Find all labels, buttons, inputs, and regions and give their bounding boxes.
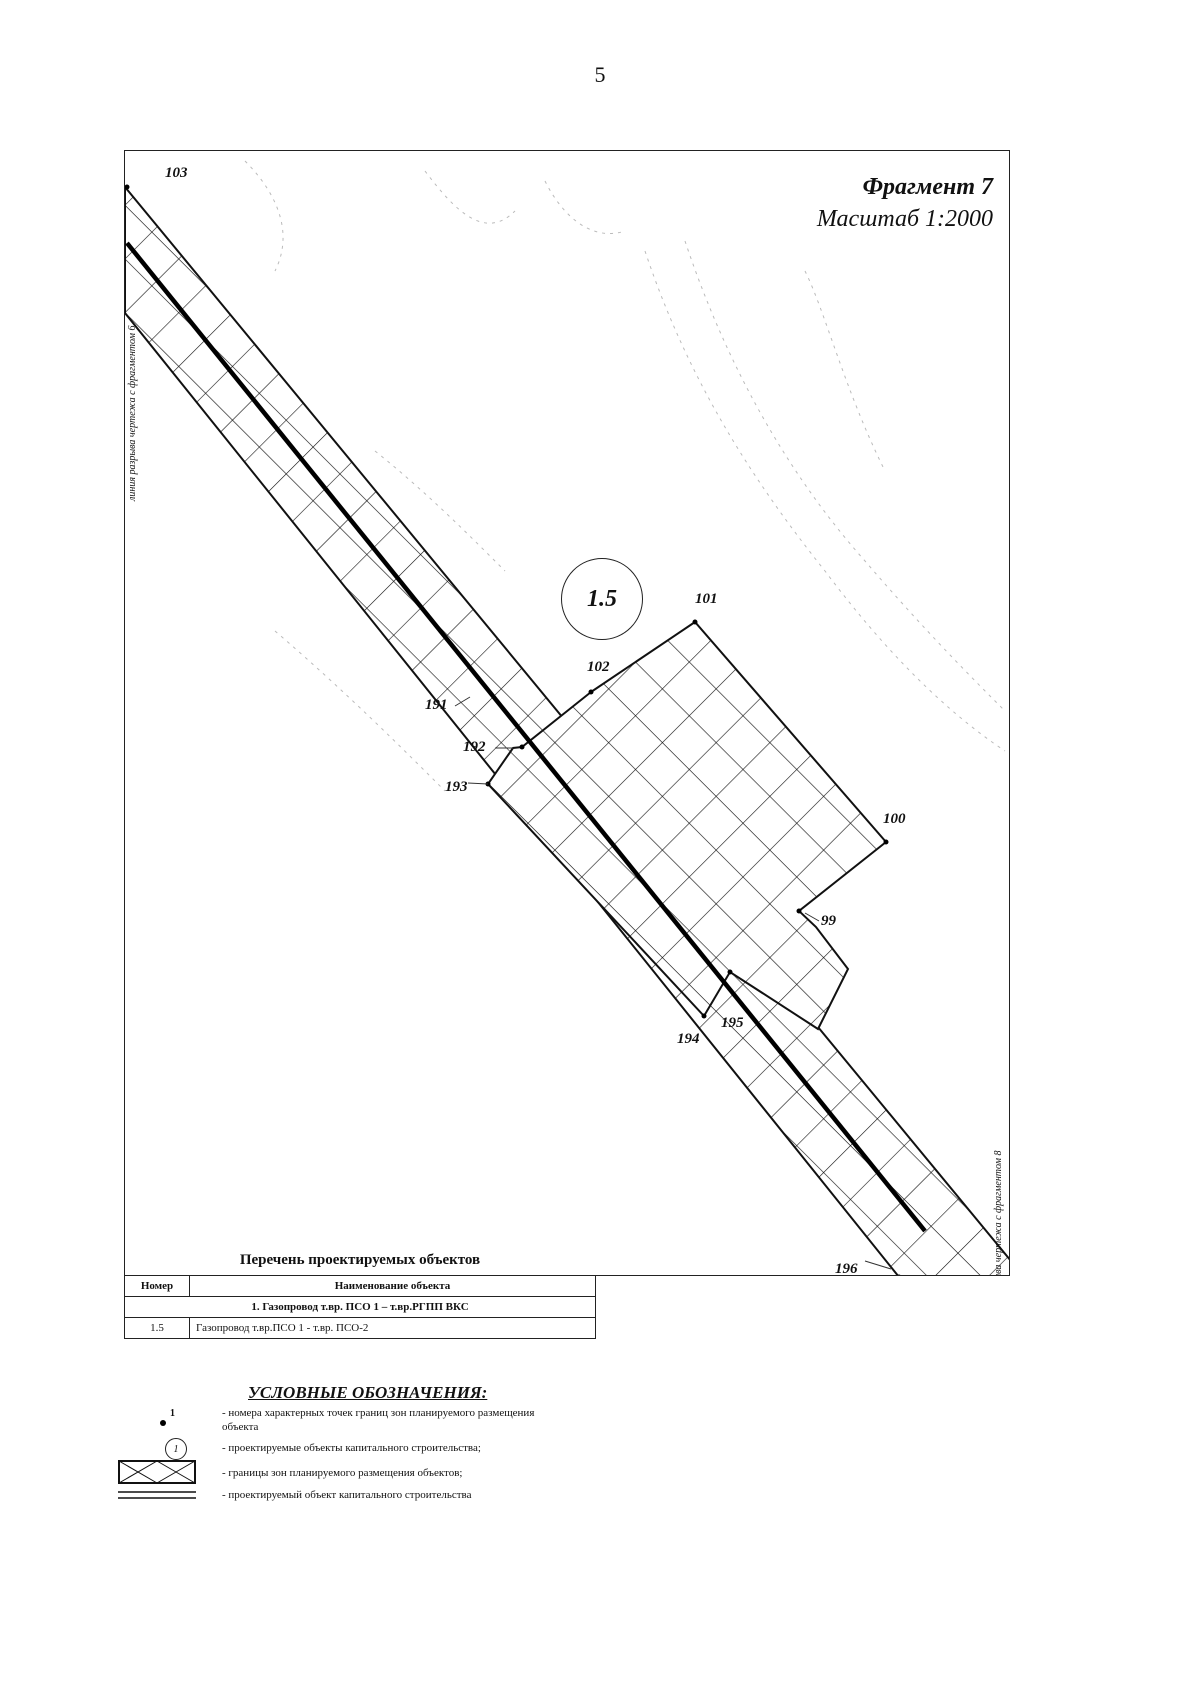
- column-header: Номер: [124, 1275, 190, 1297]
- group-cell: 1. Газопровод т.вр. ПСО 1 – т.вр.РГПП ВК…: [124, 1296, 596, 1318]
- table-row: 1.5 Газопровод т.вр.ПСО 1 - т.вр. ПСО-2: [124, 1317, 596, 1339]
- fragment-title: Фрагмент 7 Масштаб 1:2000: [817, 171, 993, 235]
- legend-item: - номера характерных точек границ зон пл…: [222, 1407, 535, 1433]
- legend-item: - проектируемый объект капитального стро…: [222, 1489, 472, 1501]
- point-label: 194: [677, 1031, 700, 1047]
- object-circle-icon: 1: [165, 1438, 187, 1460]
- fragment-label: Фрагмент 7: [862, 174, 993, 200]
- point-label: 196: [835, 1261, 858, 1276]
- point-label: 192: [463, 739, 486, 755]
- point-dot-icon: [160, 1420, 166, 1426]
- page-number: 5: [594, 62, 606, 87]
- map-fragment: Фрагмент 7 Масштаб 1:2000 1.5 линия разр…: [124, 150, 1010, 1276]
- point-label: 102: [587, 659, 610, 675]
- legend-item: - границы зон планируемого размещения об…: [222, 1467, 463, 1479]
- column-header: Наименование объекта: [189, 1275, 596, 1297]
- point-label: 103: [165, 165, 188, 181]
- scale-label: Масштаб 1:2000: [816, 206, 993, 232]
- legend-title: УСЛОВНЫЕ ОБОЗНАЧЕНИЯ:: [248, 1383, 488, 1402]
- map-drawing: [125, 160, 1009, 1275]
- object-symbol-label: 1: [173, 1443, 179, 1455]
- zone-label: 1.5: [561, 558, 643, 640]
- point-label: 191: [425, 697, 448, 713]
- hatched-zone-icon: [118, 1460, 196, 1484]
- point-label: 193: [445, 779, 468, 795]
- point-symbol-label: 1: [170, 1408, 175, 1419]
- legend-item: - проектируемые объекты капитального стр…: [222, 1442, 481, 1454]
- point-label: 100: [883, 811, 906, 827]
- object-name: Газопровод т.вр.ПСО 1 - т.вр. ПСО-2: [189, 1317, 596, 1339]
- object-number: 1.5: [124, 1317, 190, 1339]
- objects-table: Номер Наименование объекта 1. Газопровод…: [124, 1275, 596, 1339]
- sheet-break-note-left: линия разрыва чертежа с фрагментом 6: [127, 325, 138, 501]
- table-header-row: Номер Наименование объекта: [124, 1275, 596, 1297]
- table-group-row: 1. Газопровод т.вр. ПСО 1 – т.вр.РГПП ВК…: [124, 1296, 596, 1318]
- leader-lines: [454, 696, 892, 1270]
- point-number-symbol: 1: [158, 1408, 188, 1432]
- sheet-break-note-right: линия разрыва чертежа с фрагментом 8: [993, 1150, 1004, 1276]
- pipeline-line-icon: [118, 1491, 196, 1499]
- background-topography: [244, 160, 1006, 1132]
- point-label: 195: [721, 1015, 744, 1031]
- zone-widened: [486, 620, 888, 1031]
- pipeline-centerline: [125, 241, 927, 1233]
- boundary-point-markers: [125, 184, 901, 1275]
- point-label: 101: [695, 591, 718, 607]
- point-label: 99: [821, 913, 836, 929]
- objects-table-title: Перечень проектируемых объектов: [239, 1252, 481, 1268]
